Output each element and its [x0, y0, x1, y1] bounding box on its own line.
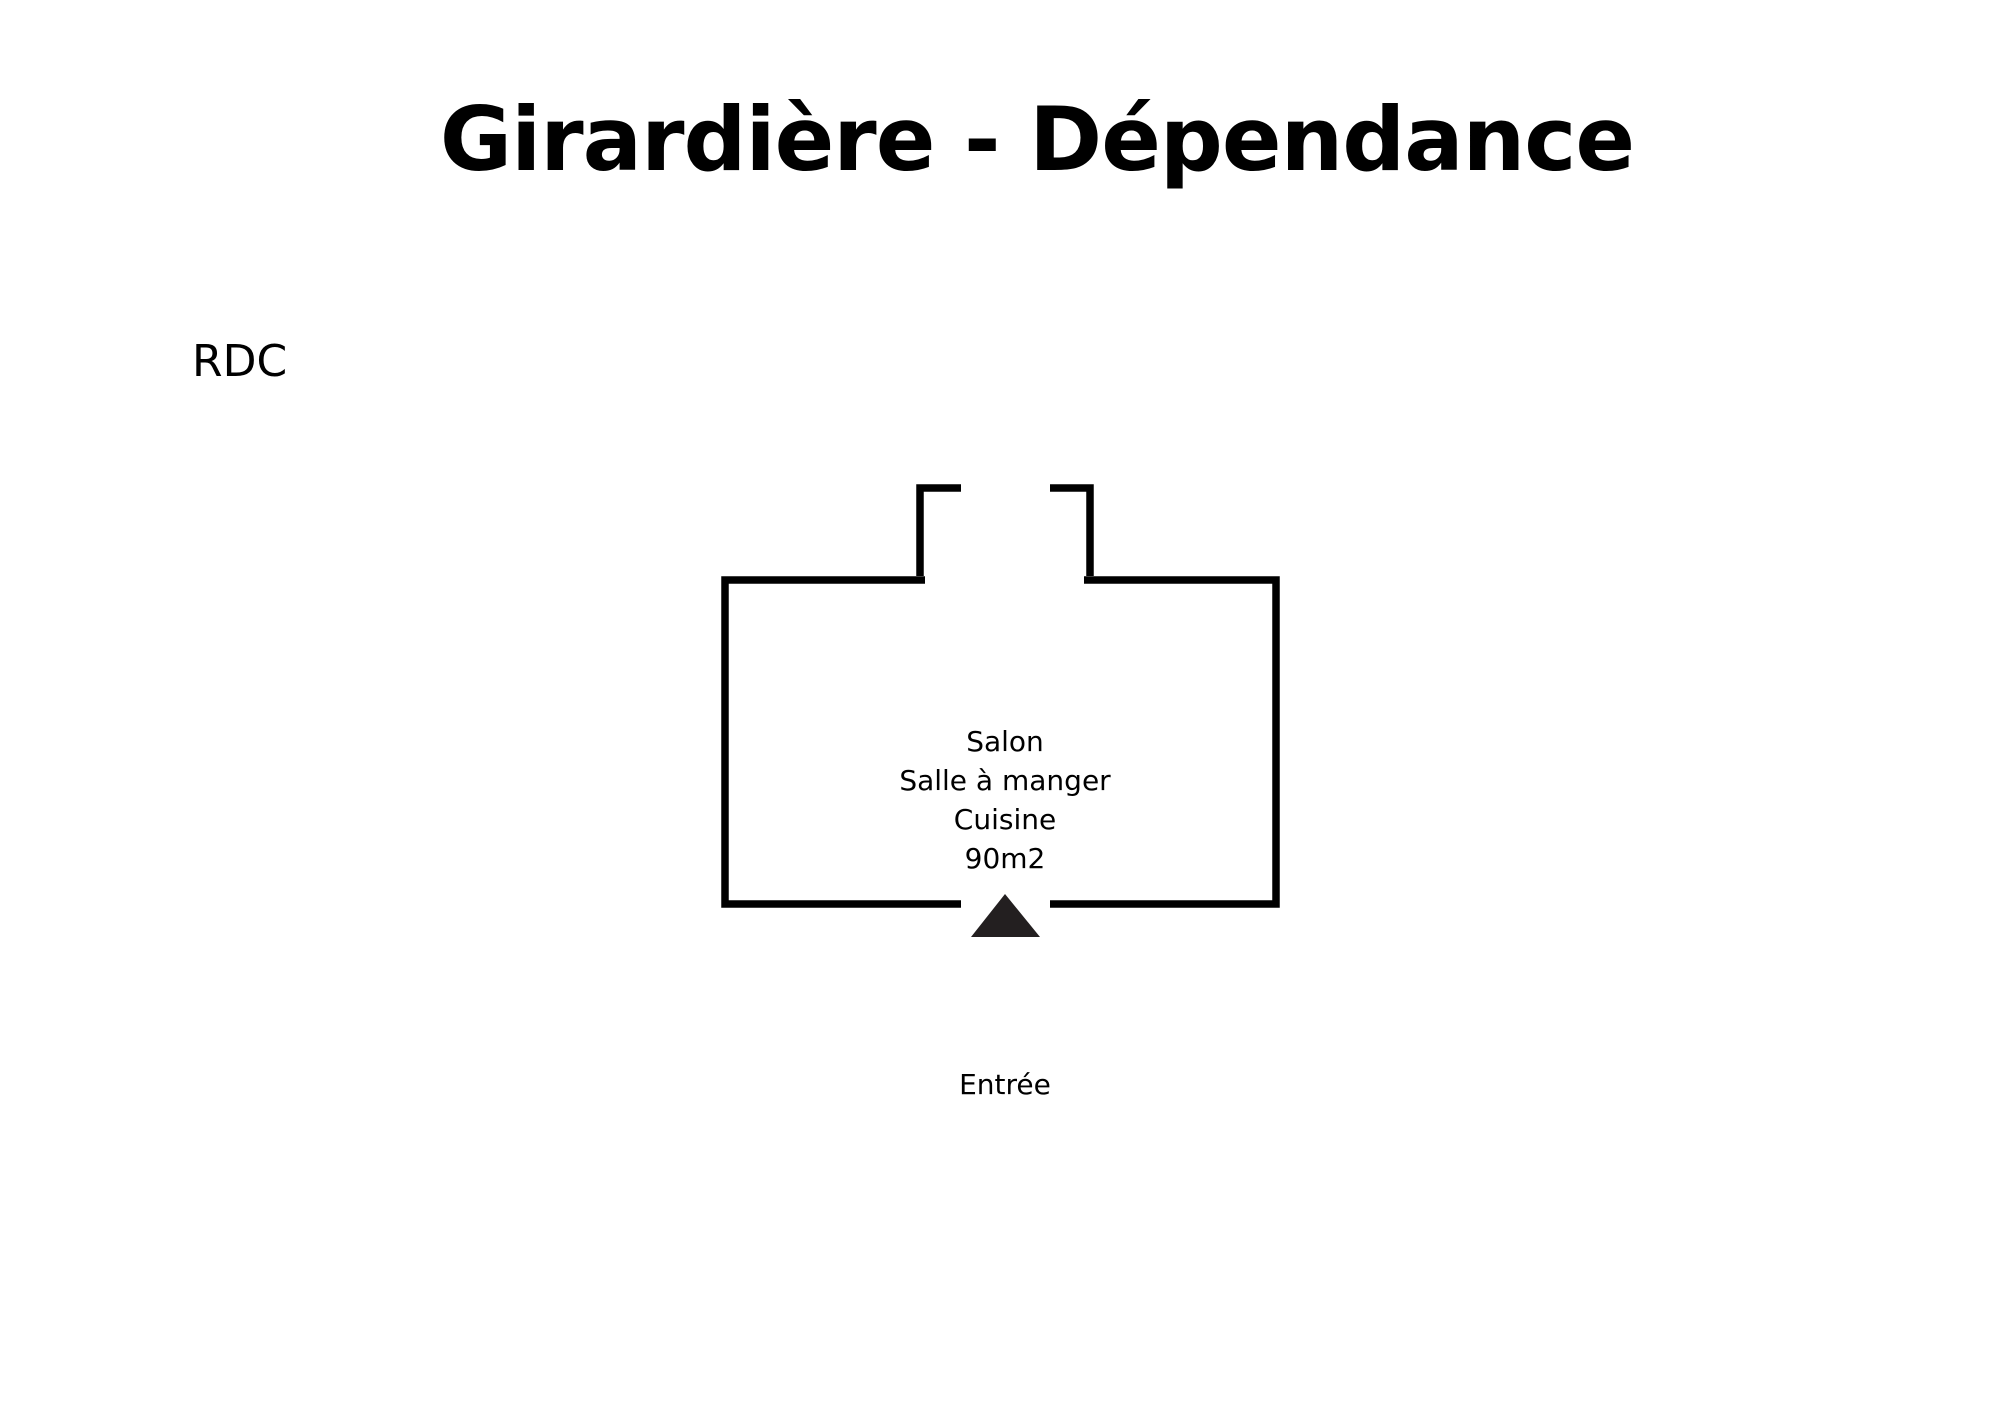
room-area: 90m2 — [964, 842, 1046, 875]
wall-main-left — [721, 576, 961, 908]
room-name-salle-a-manger: Salle à manger — [899, 764, 1111, 797]
room-label: Salon Salle à manger Cuisine 90m2 — [850, 722, 1160, 878]
floor-label: RDC — [192, 336, 288, 387]
entrance-arrow-icon — [971, 894, 1040, 937]
room-name-cuisine: Cuisine — [953, 803, 1057, 836]
plan-title: Girardière - Dépendance — [439, 88, 1635, 191]
entrance-label: Entrée — [959, 1068, 1051, 1101]
room-name-salon: Salon — [966, 725, 1044, 758]
wall-main-right — [1050, 576, 1280, 908]
wall-stub-left — [916, 484, 961, 576]
wall-stub-right — [1050, 484, 1094, 576]
